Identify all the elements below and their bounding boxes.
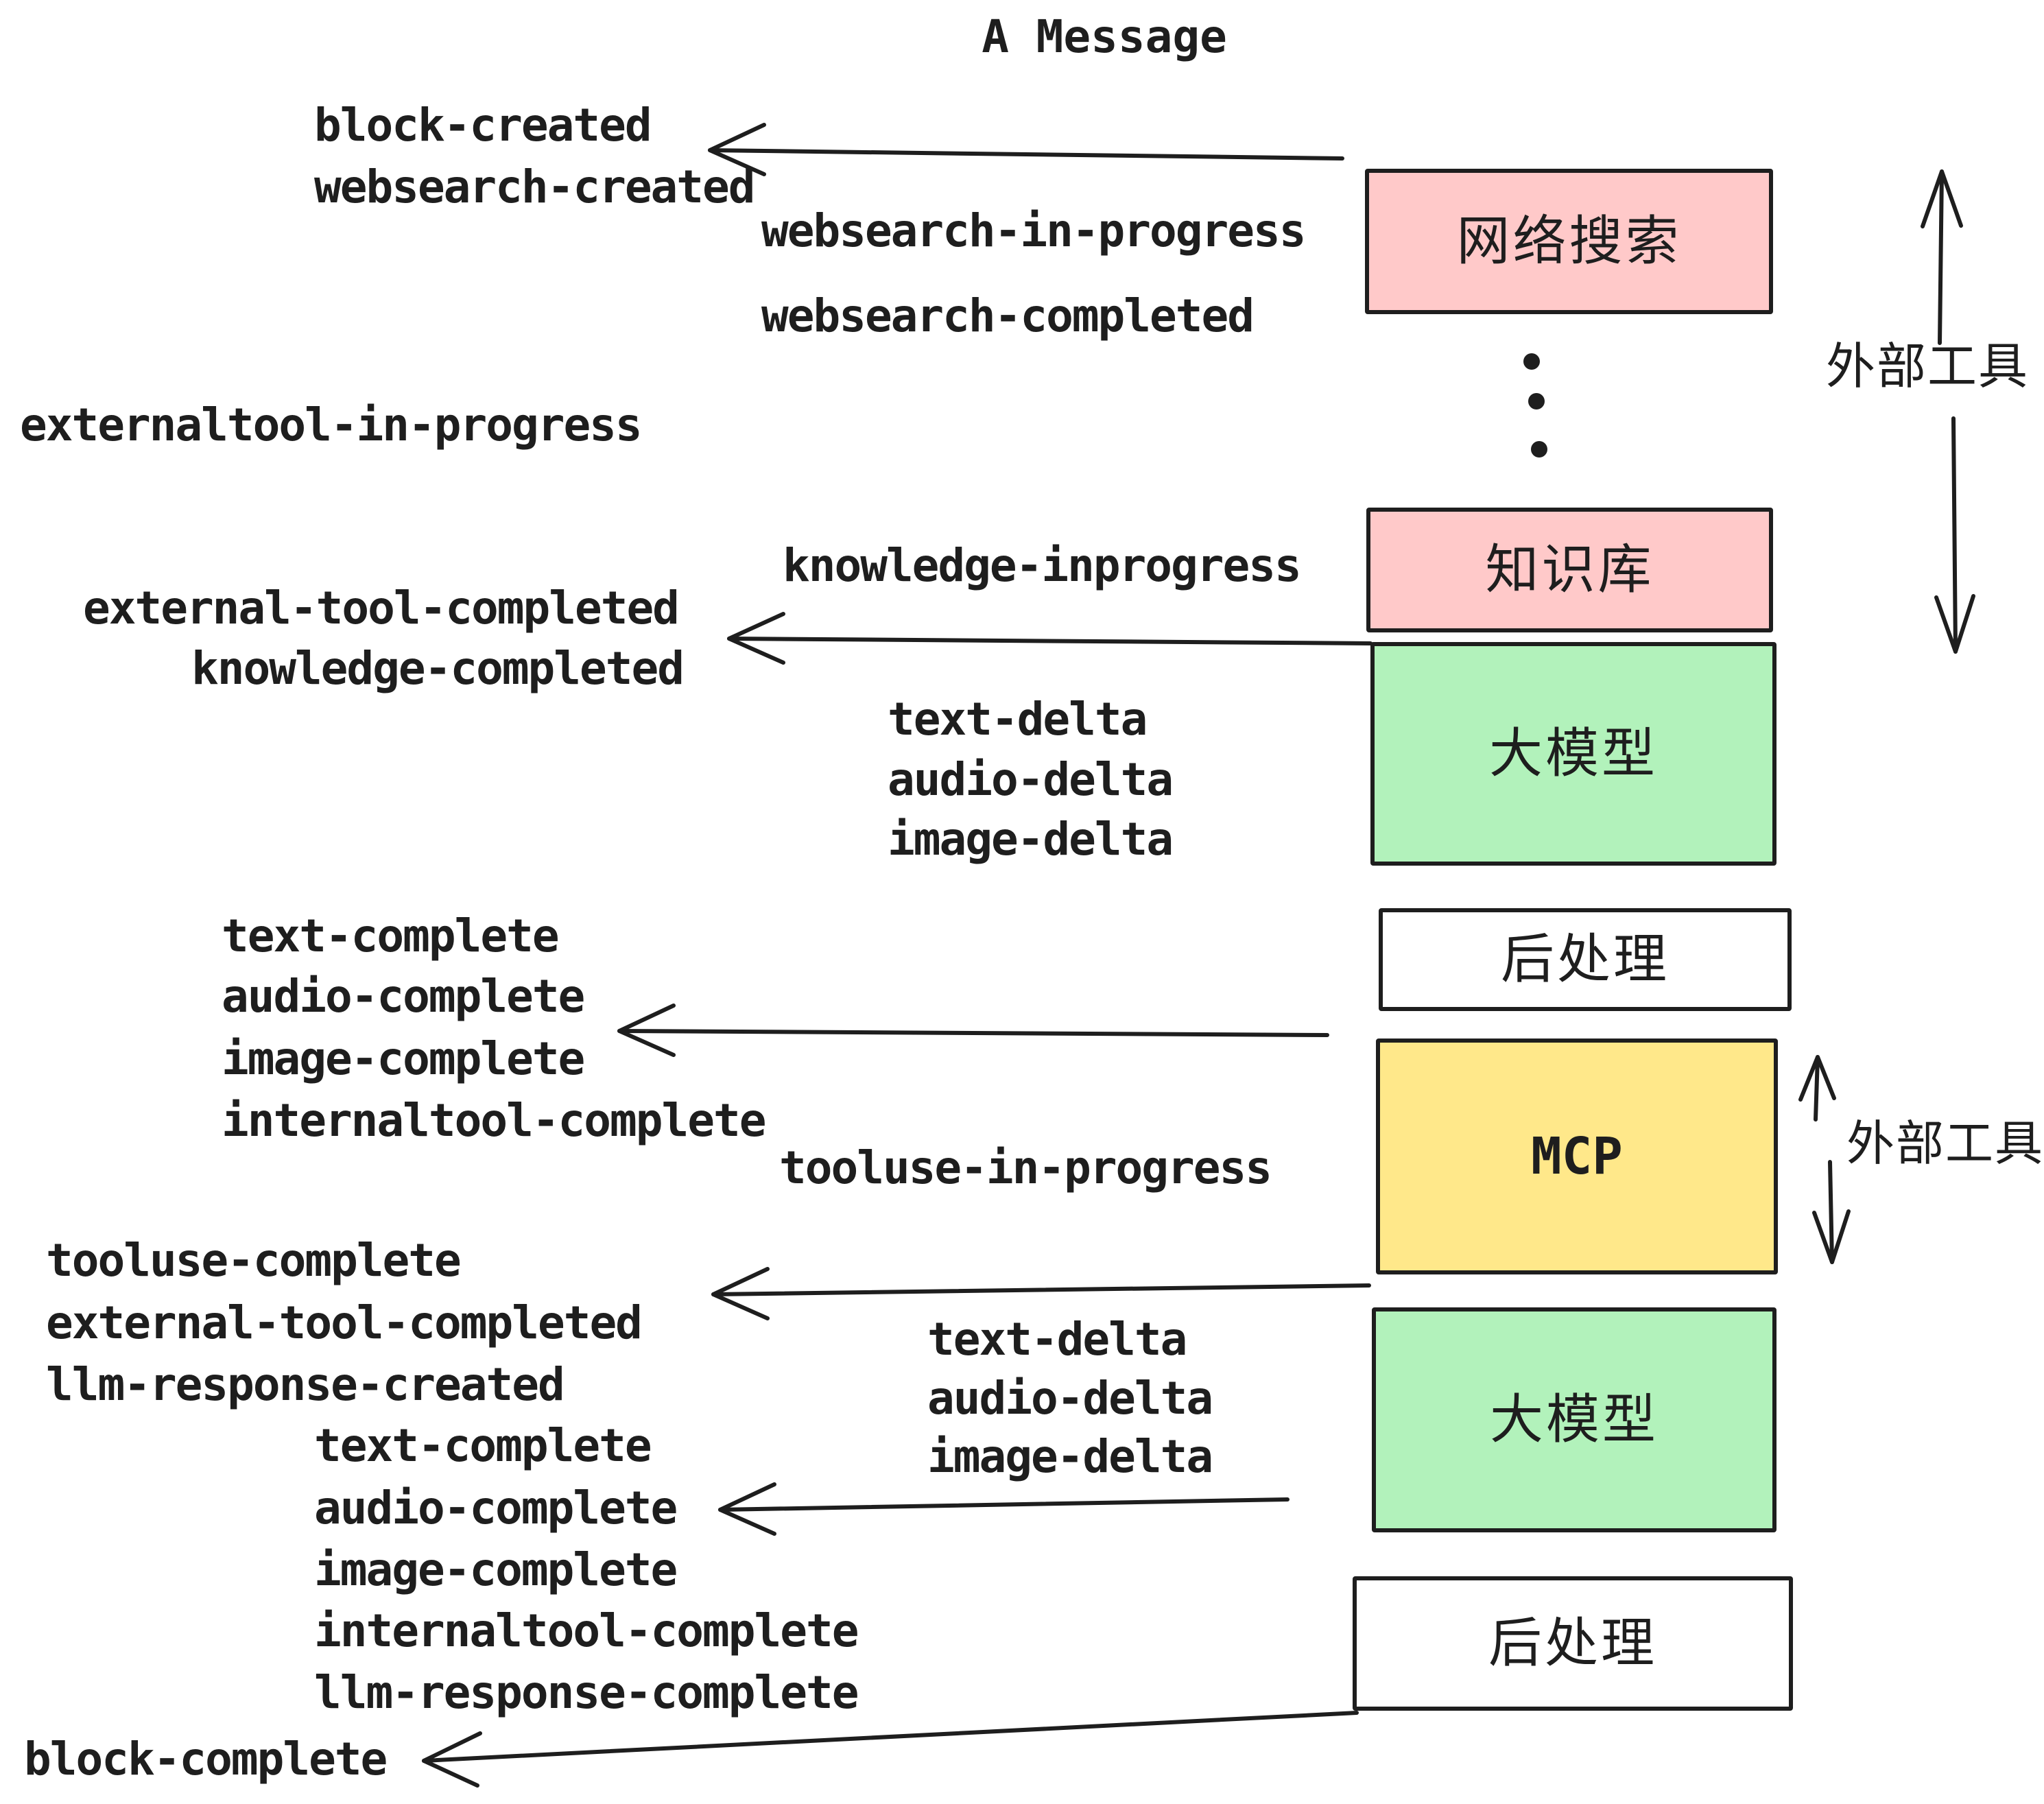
- node-llm-1: 大模型: [1370, 642, 1776, 866]
- node-post-1-label: 后处理: [1500, 929, 1669, 990]
- annotation-external-tools-1: 外部工具: [1826, 337, 2030, 395]
- event-label-llm-response-created: llm-response-created: [46, 1358, 565, 1411]
- node-llm-2: 大模型: [1372, 1307, 1776, 1532]
- ellipsis-dots: [1523, 353, 1547, 458]
- event-label-audio-delta-1: audio-delta: [888, 753, 1174, 806]
- event-label-block-complete: block-complete: [24, 1733, 388, 1785]
- node-websearch-label: 网络搜索: [1456, 211, 1682, 272]
- event-label-audio-delta-2: audio-delta: [927, 1372, 1213, 1425]
- event-label-audio-complete-1: audio-complete: [222, 970, 585, 1023]
- event-label-audio-complete-2: audio-complete: [314, 1482, 678, 1534]
- event-label-websearch-in-progress: websearch-in-progress: [761, 204, 1306, 257]
- event-label-image-delta-2: image-delta: [927, 1430, 1213, 1483]
- event-label-internaltool-complete-1: internaltool-complete: [222, 1094, 766, 1147]
- event-label-websearch-completed: websearch-completed: [761, 289, 1255, 342]
- arrow-knowledge-completed: [727, 612, 1372, 665]
- arrow-audio-complete: [718, 1482, 1290, 1536]
- event-label-knowledge-inprogress: knowledge-inprogress: [783, 539, 1302, 592]
- event-label-tooluse-in-progress: tooluse-in-progress: [779, 1141, 1272, 1194]
- node-llm-2-label: 大模型: [1489, 1389, 1659, 1451]
- event-label-text-complete-2: text-complete: [314, 1419, 652, 1472]
- node-knowledge-label: 知识库: [1485, 539, 1654, 601]
- node-post-2: 后处理: [1353, 1576, 1793, 1711]
- page-title: A Message: [982, 10, 1227, 63]
- event-label-tooluse-complete: tooluse-complete: [46, 1234, 462, 1287]
- event-label-external-tool-completed-1: external-tool-completed: [83, 582, 680, 634]
- node-websearch: 网络搜索: [1365, 169, 1773, 314]
- event-label-text-complete-1: text-complete: [222, 910, 560, 962]
- external-tools-updown-arrow-2: [1798, 1055, 1851, 1264]
- event-label-image-complete-1: image-complete: [222, 1032, 585, 1085]
- arrow-block-created: [708, 123, 1344, 176]
- arrow-block-complete: [422, 1711, 1359, 1788]
- external-tools-updown-arrow-1: [1921, 169, 1975, 654]
- event-label-internaltool-complete-2: internaltool-complete: [314, 1604, 859, 1657]
- node-mcp: MCP: [1376, 1039, 1778, 1274]
- node-post-2-label: 后处理: [1488, 1613, 1657, 1674]
- annotation-external-tools-2: 外部工具: [1846, 1115, 2044, 1172]
- event-label-text-delta-2: text-delta: [927, 1313, 1187, 1366]
- arrow-tooluse-complete: [711, 1267, 1371, 1320]
- event-label-externaltool-in-progress: externaltool-in-progress: [20, 399, 643, 451]
- event-label-text-delta-1: text-delta: [888, 693, 1148, 746]
- node-mcp-label: MCP: [1531, 1127, 1623, 1186]
- event-label-image-complete-2: image-complete: [314, 1543, 678, 1596]
- event-label-external-tool-completed-2: external-tool-completed: [46, 1296, 643, 1349]
- node-post-1: 后处理: [1379, 908, 1792, 1011]
- node-knowledge: 知识库: [1366, 508, 1773, 632]
- event-label-knowledge-completed: knowledge-completed: [191, 642, 685, 695]
- node-llm-1-label: 大模型: [1488, 723, 1658, 785]
- event-label-image-delta-1: image-delta: [888, 813, 1174, 866]
- event-label-llm-response-complete: llm-response-complete: [314, 1666, 859, 1719]
- arrow-image-complete: [617, 1004, 1329, 1057]
- event-label-websearch-created: websearch-created: [314, 161, 756, 213]
- event-label-block-created: block-created: [314, 99, 652, 152]
